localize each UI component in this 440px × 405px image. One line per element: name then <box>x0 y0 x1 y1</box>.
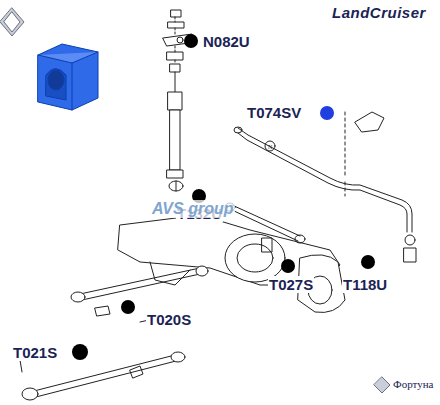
callout-dot <box>361 255 375 269</box>
callout-dot <box>72 344 88 360</box>
lateral-rod <box>225 203 305 243</box>
callout-number: T074SV <box>246 104 302 121</box>
callout-dots <box>72 34 375 360</box>
brand-diamond-inner <box>4 12 20 32</box>
maker-name: Фортуна <box>393 378 433 391</box>
callout-dot <box>281 259 295 273</box>
callout-number: T027S <box>268 276 314 293</box>
maker-diamond <box>374 377 390 393</box>
shock-absorber <box>167 72 183 191</box>
bushing-photo <box>38 44 98 110</box>
brand-logo: LandCruiser <box>332 4 426 21</box>
callout-number: T118U <box>342 276 388 293</box>
callout-number: T020S <box>146 311 192 328</box>
callout-number: N082U <box>202 33 251 50</box>
callout-dot <box>320 106 334 120</box>
brand-diamond <box>0 8 24 36</box>
callout-number: T021S <box>12 344 58 361</box>
callout-dot <box>121 300 135 314</box>
callout-dot <box>184 34 198 48</box>
axle-housing <box>118 215 345 313</box>
watermark: AVS group <box>150 200 235 218</box>
svg-text:N: N <box>268 144 273 150</box>
